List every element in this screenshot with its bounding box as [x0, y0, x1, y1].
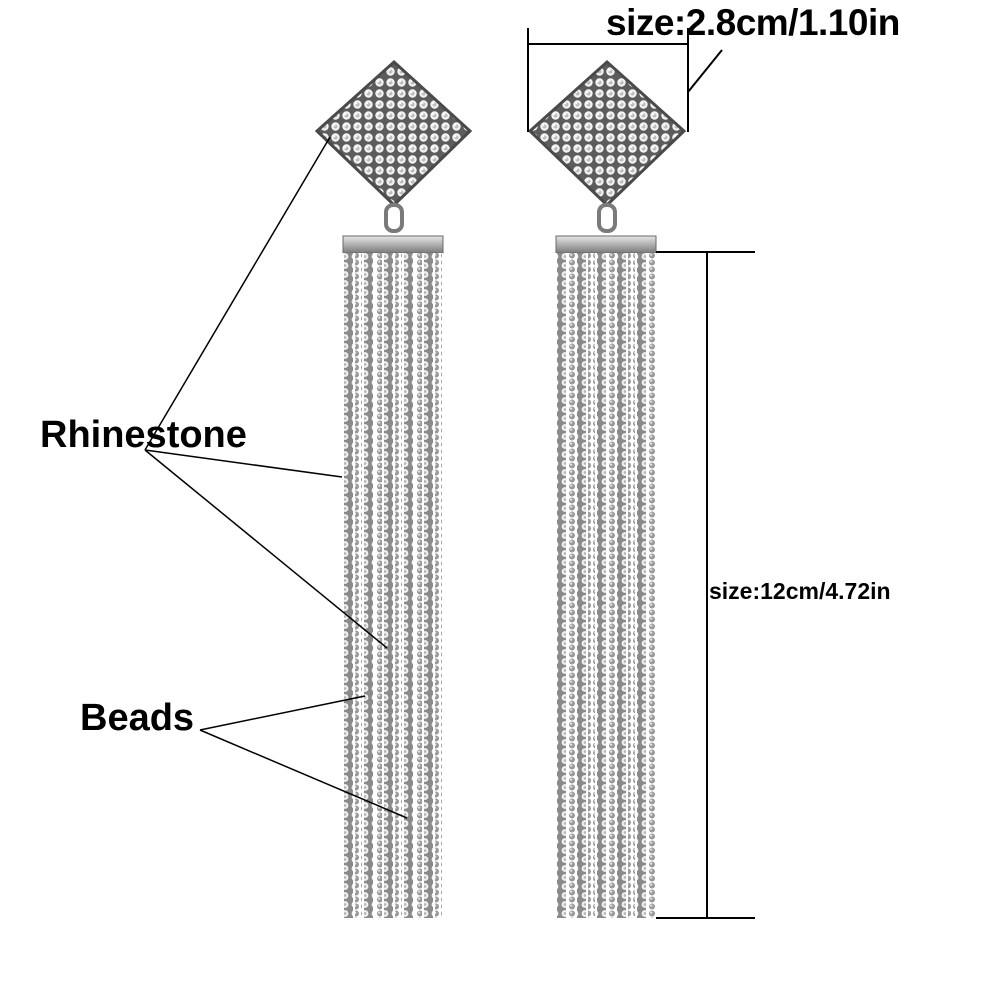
- left-earring: [314, 59, 473, 918]
- right-cap-bar: [555, 235, 657, 254]
- left-jump-ring: [384, 203, 404, 233]
- tassel-strand: [395, 253, 402, 918]
- rhinestone-leader-strand: [144, 449, 343, 478]
- width-dimension: [527, 28, 723, 132]
- tassel-strand: [404, 253, 413, 918]
- rhinestone-leader-lower: [144, 449, 388, 649]
- tassel-strand: [435, 253, 442, 918]
- right-earring: [527, 59, 687, 918]
- right-tassel: [555, 253, 656, 918]
- right-stud-diamond: [527, 59, 687, 208]
- tassel-strand: [648, 253, 655, 918]
- left-cap-bar: [342, 235, 444, 254]
- beads-leader-upper: [199, 695, 366, 731]
- rhinestone-leaders: [144, 136, 388, 649]
- tassel-strand: [415, 253, 422, 918]
- tassel-strand: [617, 253, 626, 918]
- tassel-strand: [597, 253, 606, 918]
- tassel-strand: [637, 253, 646, 918]
- rhinestone-label: Rhinestone: [40, 414, 247, 456]
- beads-leaders: [199, 695, 408, 819]
- width-leader: [687, 49, 723, 93]
- left-tassel: [342, 253, 443, 918]
- rhinestone-leader-stud: [144, 136, 331, 451]
- tassel-strand: [608, 253, 615, 918]
- length-dimension: [656, 251, 755, 919]
- width-size-label: size:2.8cm/1.10in: [606, 2, 900, 43]
- tassel-strand: [577, 253, 586, 918]
- beads-leader-lower: [199, 729, 408, 819]
- tassel-strand: [355, 253, 362, 918]
- left-stud-diamond: [314, 59, 473, 208]
- tassel-strand: [344, 253, 353, 918]
- length-size-label: size:12cm/4.72in: [709, 578, 891, 604]
- tassel-strand: [384, 253, 393, 918]
- right-jump-ring: [597, 203, 617, 233]
- tassel-strand: [628, 253, 635, 918]
- tassel-strand: [557, 253, 566, 918]
- tassel-strand: [588, 253, 595, 918]
- tassel-strand: [375, 253, 382, 918]
- tassel-strand: [424, 253, 433, 918]
- tassel-strand: [364, 253, 373, 918]
- tassel-strand: [568, 253, 575, 918]
- beads-label: Beads: [80, 697, 195, 739]
